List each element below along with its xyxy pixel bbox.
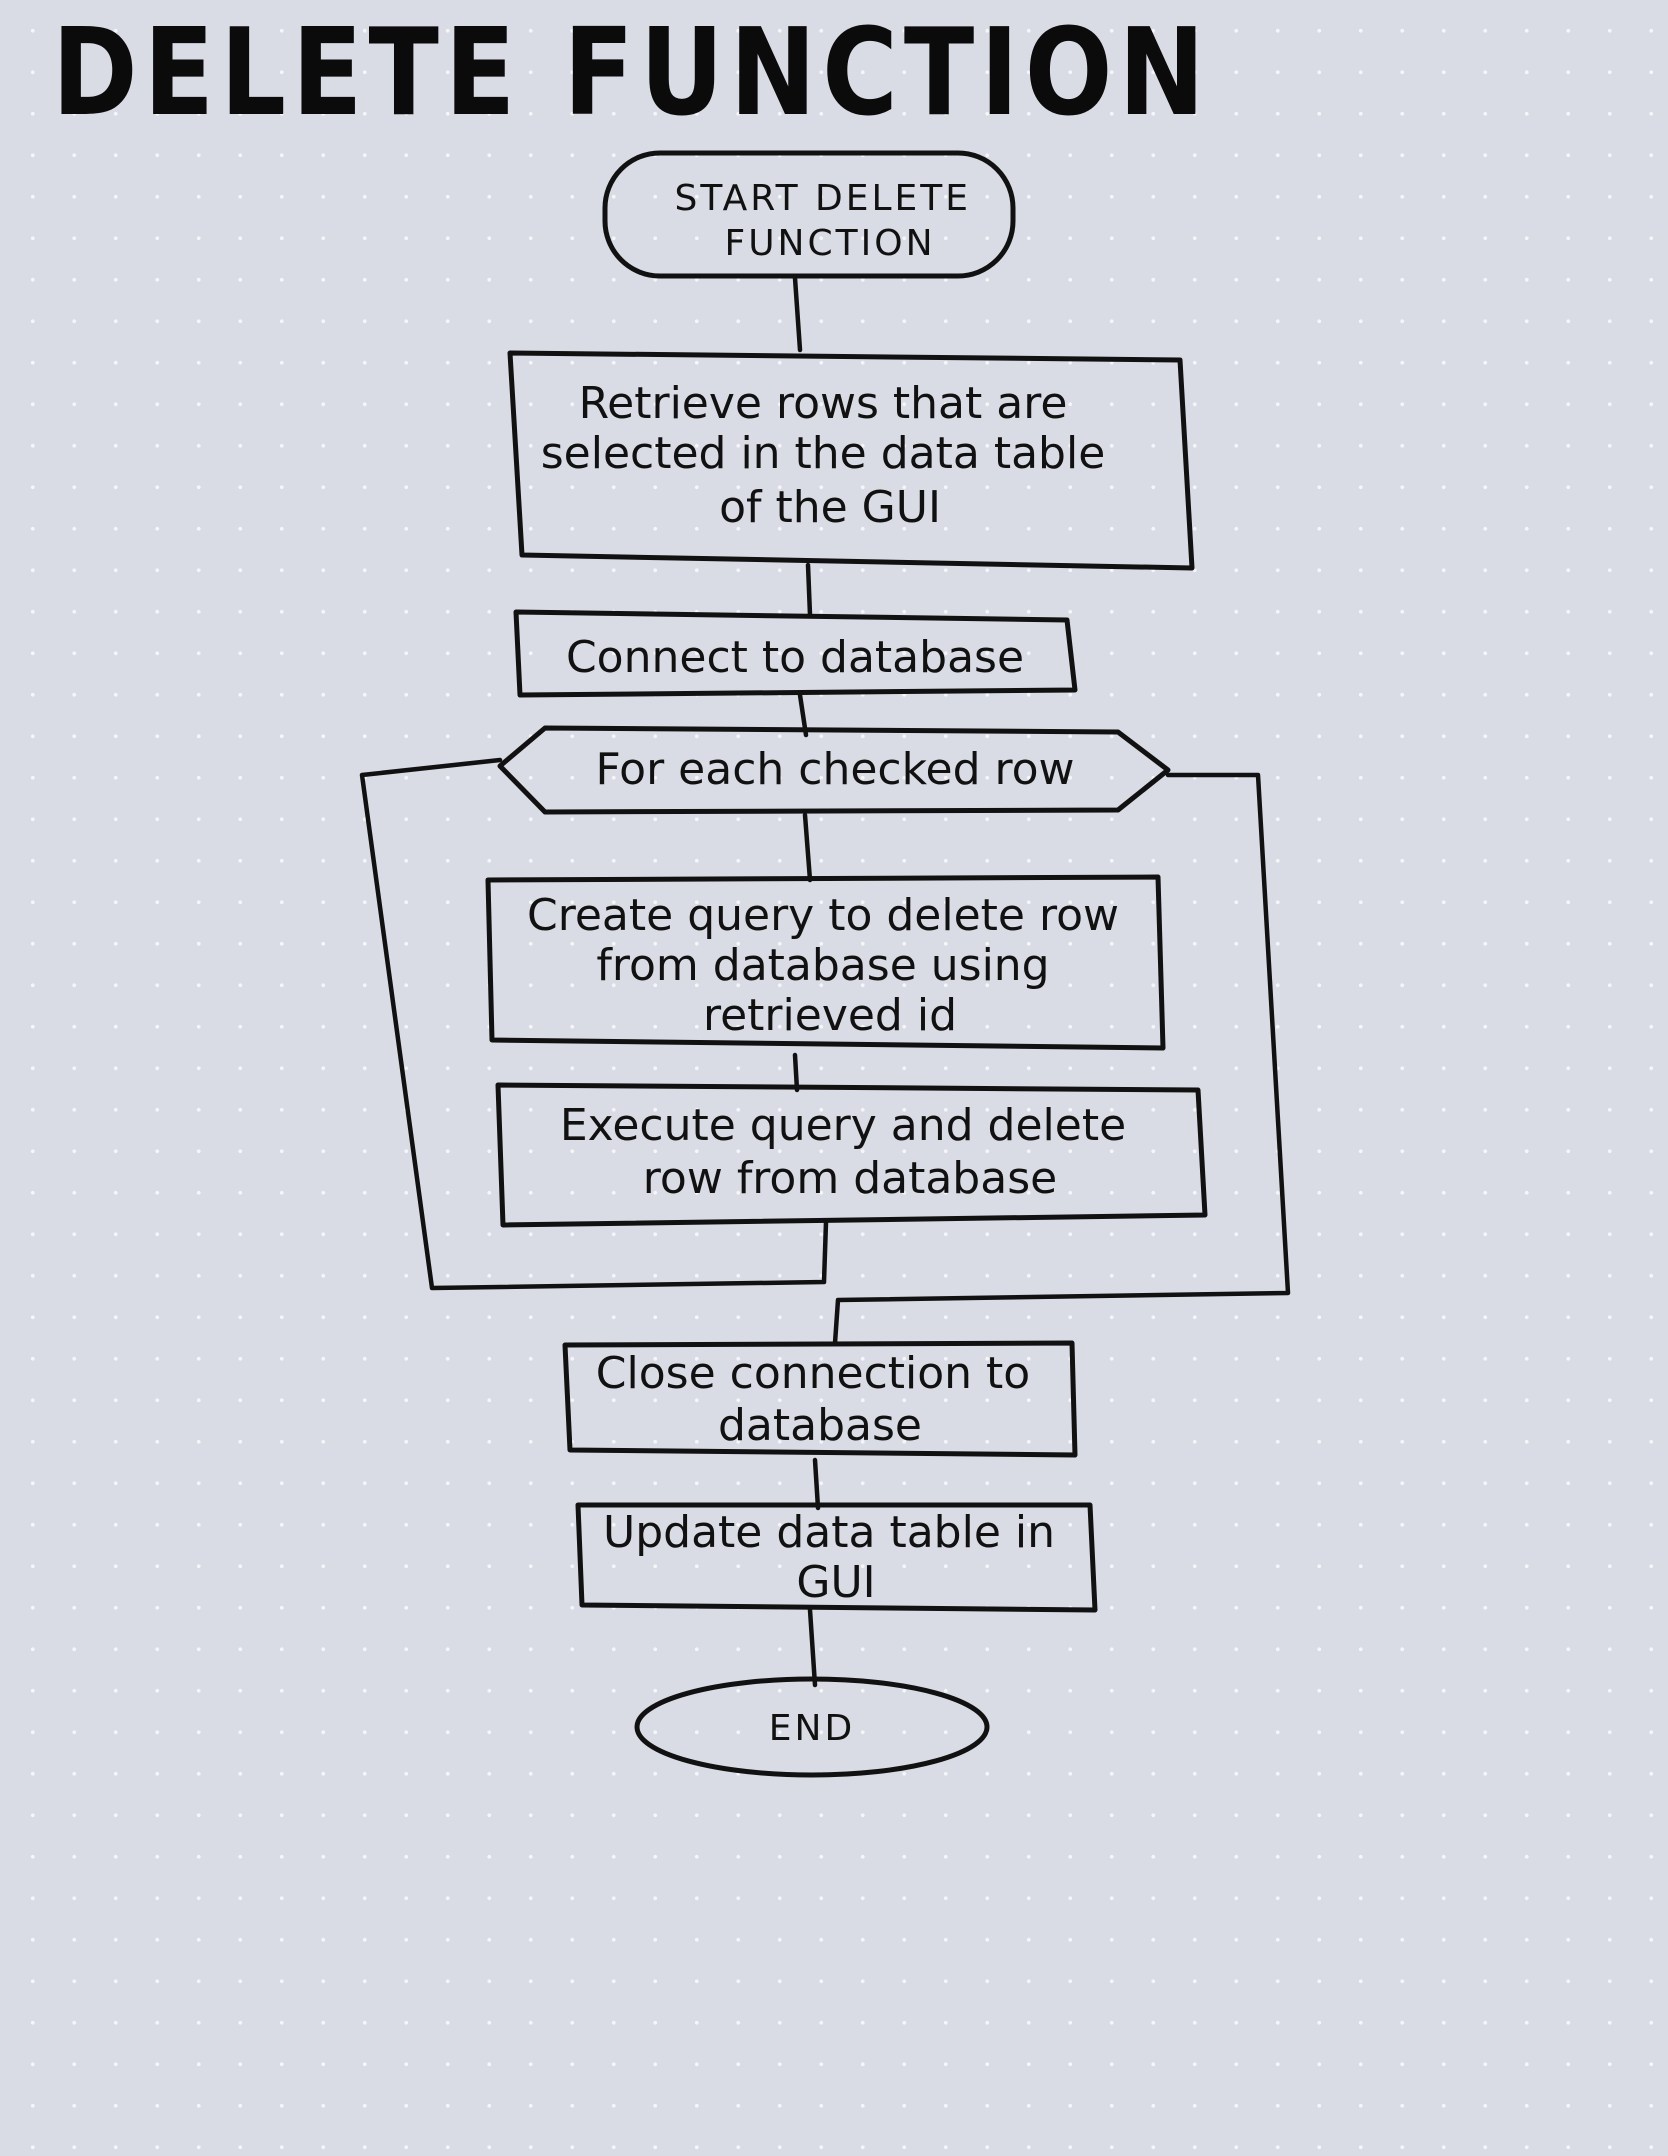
create-query-label-line-2: from database using xyxy=(596,940,1049,991)
diagram-title: DELETE FUNCTION xyxy=(52,4,1211,143)
process-retrieve-rows: Retrieve rows that are selected in the d… xyxy=(507,350,1195,571)
process-connect-database: Connect to database xyxy=(513,609,1078,698)
svg-text:Execute query and delete: Execute query and delete row from databa… xyxy=(560,1100,1140,1204)
svg-text:Update data table in GUI: Update data table in GUI xyxy=(603,1507,1069,1608)
svg-text:END: END xyxy=(769,1708,855,1749)
svg-text:START DELETE FUNCTION: START DELETE FUNCTION xyxy=(675,178,986,264)
connector-create-to-execute xyxy=(792,1052,800,1093)
process-close-connection: Close connection to database xyxy=(562,1340,1078,1458)
process-update-table: Update data table in GUI xyxy=(575,1502,1098,1613)
start-label-line-2: FUNCTION xyxy=(725,223,936,264)
connector-close-to-update xyxy=(812,1457,821,1511)
svg-text:For each checked row: For each checked row xyxy=(595,744,1074,795)
loop-label-line-1: For each checked row xyxy=(595,744,1074,795)
process-execute-query: Execute query and delete row from databa… xyxy=(495,1082,1208,1228)
connector-loop-back xyxy=(359,757,829,1291)
start-terminal: START DELETE FUNCTION xyxy=(602,150,1016,279)
connectors xyxy=(359,275,1291,1688)
retrieve-label-line-3: of the GUI xyxy=(719,482,941,533)
svg-text:Connect to database: Connect to database xyxy=(566,632,1024,683)
svg-text:Create query to delete row: Create query to delete row from database… xyxy=(527,890,1133,1041)
svg-text:Retrieve rows that are s: Retrieve rows that are selected in the d… xyxy=(541,378,1120,533)
retrieve-label-line-1: Retrieve rows that are xyxy=(579,378,1068,429)
create-query-label-line-3: retrieved id xyxy=(703,990,957,1041)
process-create-query: Create query to delete row from database… xyxy=(485,874,1166,1051)
end-label: END xyxy=(769,1708,855,1749)
connector-retrieve-to-connect xyxy=(805,562,813,618)
execute-label-line-1: Execute query and delete xyxy=(560,1100,1126,1151)
close-label-line-2: database xyxy=(718,1400,922,1451)
start-label-line-1: START DELETE xyxy=(675,178,972,219)
loop-for-each-checked-row: For each checked row xyxy=(497,725,1171,815)
update-label-line-1: Update data table in xyxy=(603,1507,1055,1558)
connector-start-to-retrieve xyxy=(792,275,803,353)
update-label-line-2: GUI xyxy=(796,1557,875,1608)
end-terminal: END xyxy=(634,1676,990,1778)
retrieve-label-line-2: selected in the data table xyxy=(541,428,1106,479)
execute-label-line-2: row from database xyxy=(643,1153,1057,1204)
connector-update-to-end xyxy=(807,1607,818,1688)
create-query-label-line-1: Create query to delete row xyxy=(527,890,1119,941)
connector-loop-to-create-query xyxy=(802,812,813,883)
svg-text:Close connection to data: Close connection to database xyxy=(596,1348,1044,1451)
connect-label-line-1: Connect to database xyxy=(566,632,1024,683)
close-label-line-1: Close connection to xyxy=(596,1348,1030,1399)
connector-loop-exit xyxy=(832,772,1291,1346)
